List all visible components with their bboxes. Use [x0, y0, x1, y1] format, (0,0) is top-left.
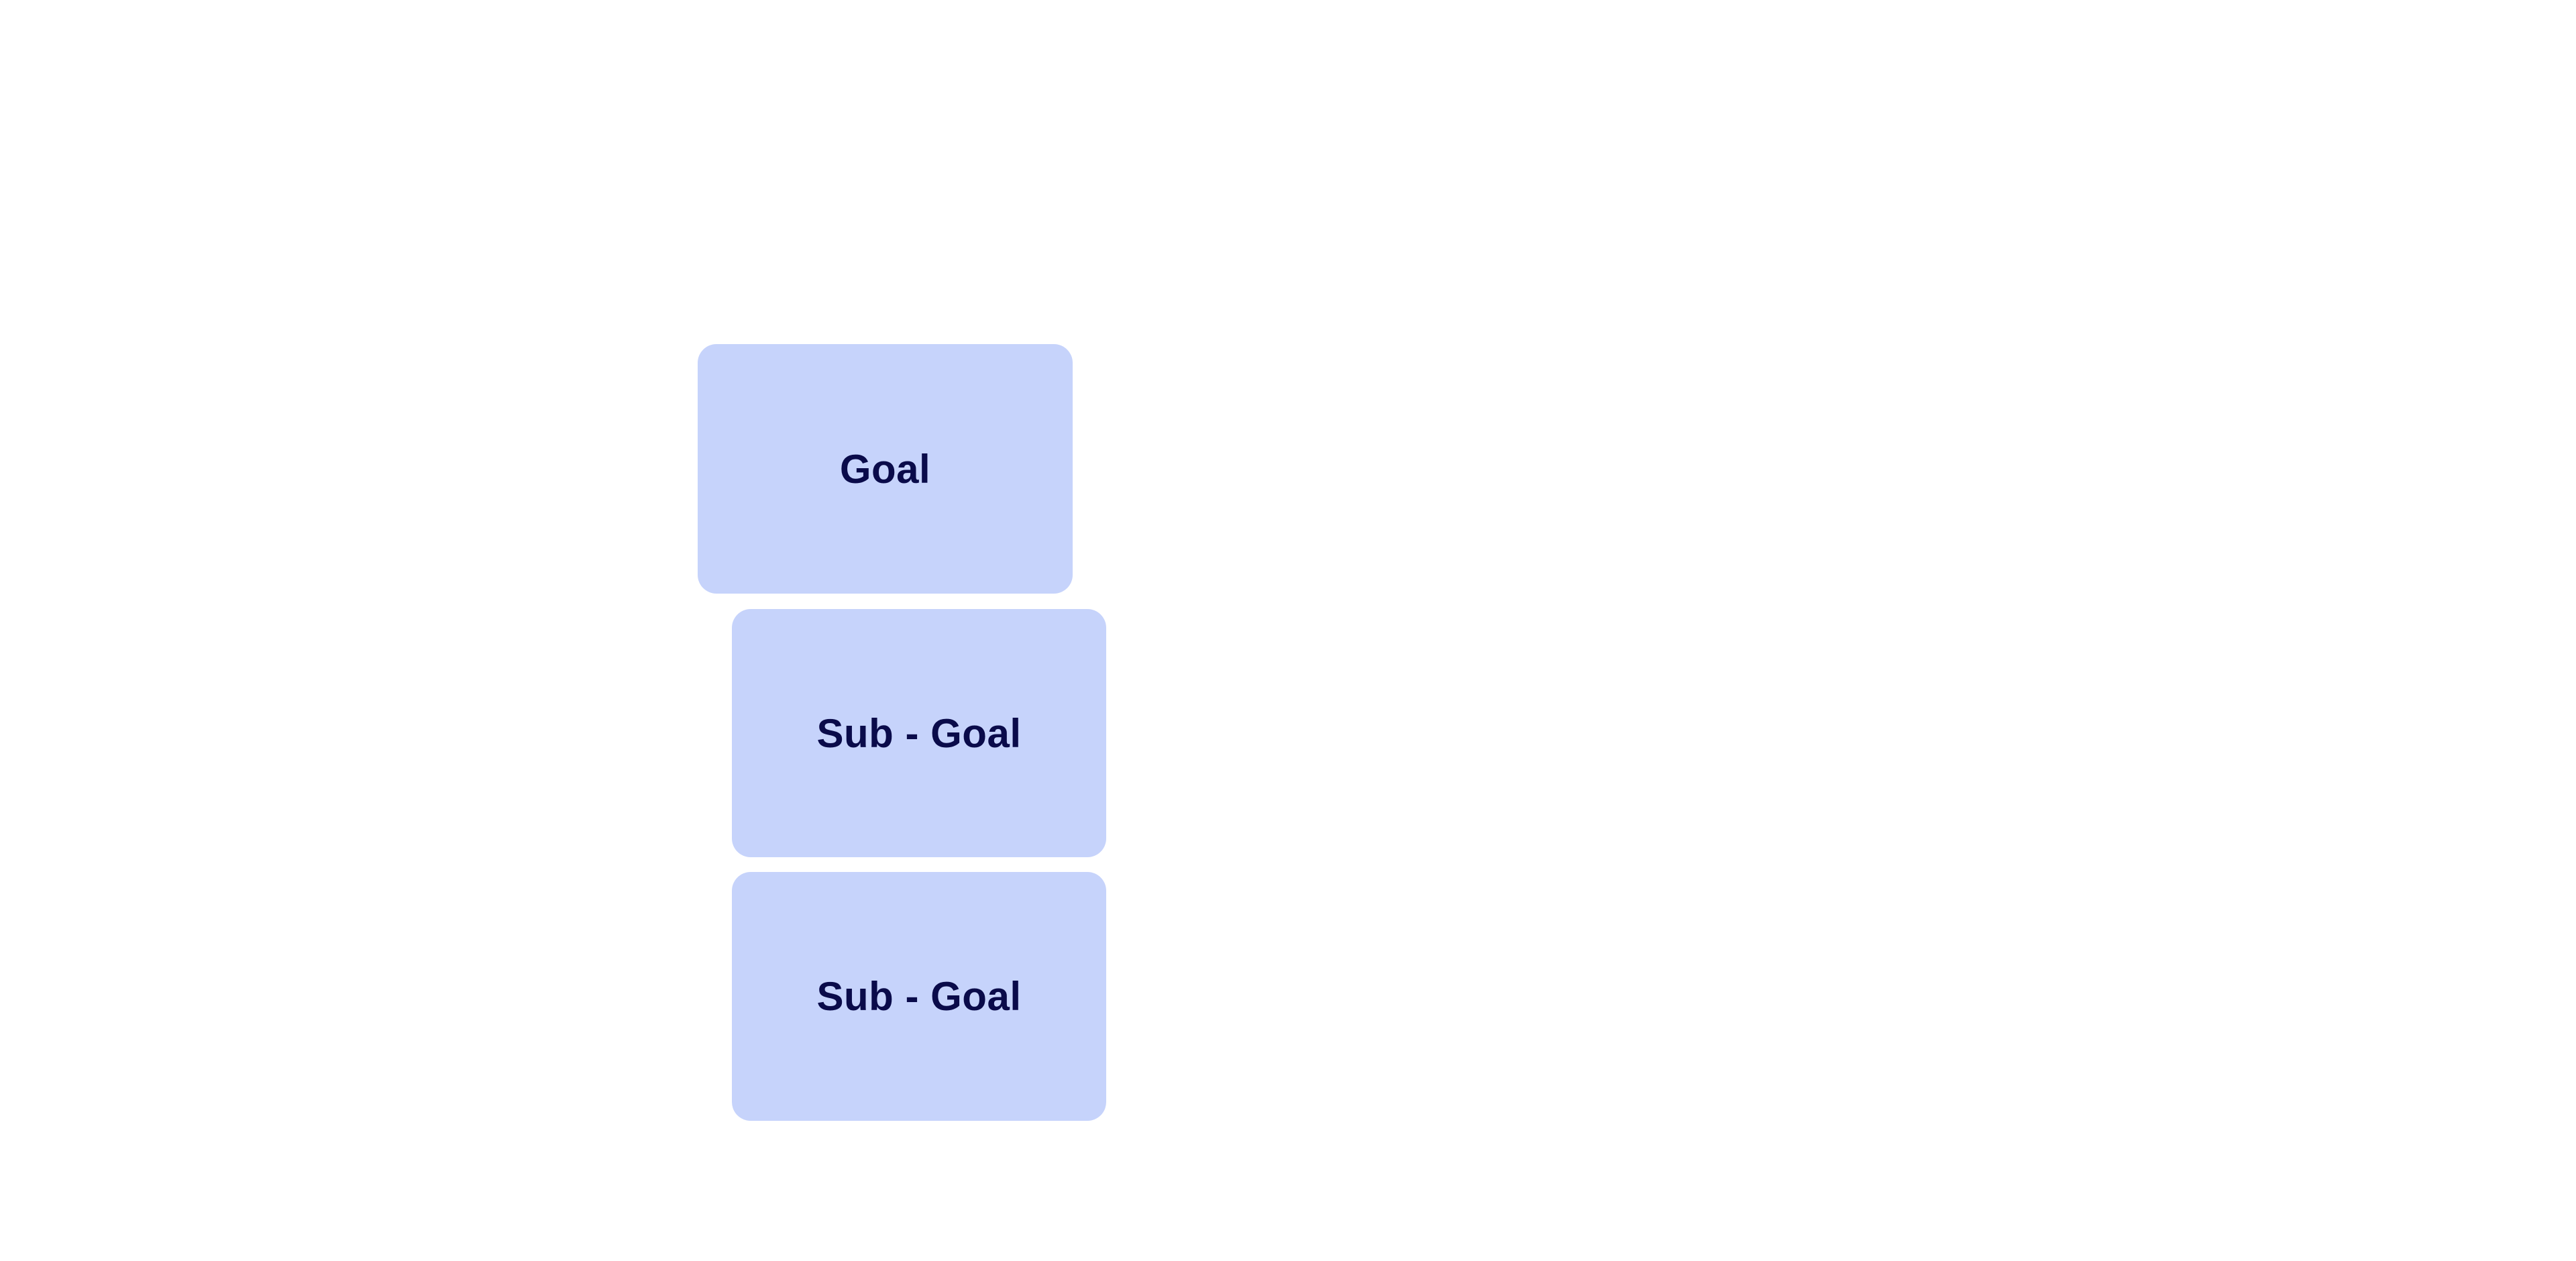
sub-goal-node-2[interactable]: Sub - Goal [732, 872, 1106, 1121]
sub-goal-node-1-label: Sub - Goal [816, 710, 1022, 756]
sub-goal-node-2-label: Sub - Goal [816, 974, 1022, 1019]
goal-node[interactable]: Goal [698, 344, 1073, 594]
sub-goal-node-1[interactable]: Sub - Goal [732, 609, 1106, 857]
goal-node-label: Goal [839, 446, 931, 492]
